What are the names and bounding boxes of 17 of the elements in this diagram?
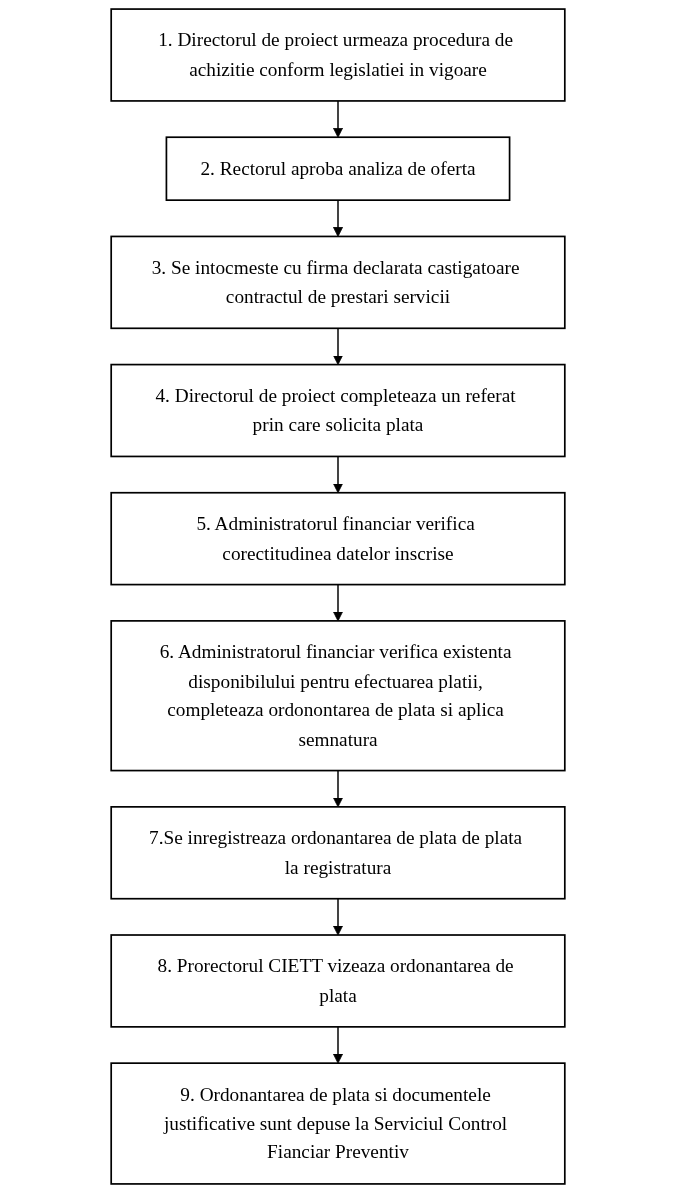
node-box: 5. Administratorul financiar verifica corectitudinea datelor inscrise (110, 491, 566, 586)
arrow (333, 199, 343, 237)
node-box: 9. Ordonantarea de plata si documentele justificative sunt depuse la Serviciul Control Fianciar Preventiv (110, 1062, 566, 1185)
node-box: 3. Se intocmeste cu firma declarata castigatoare contractul de prestari servicii (110, 235, 566, 330)
node-box: 1. Directorul de proiect urmeaza procedura de achizitie conform legislatiei in vigoare (110, 8, 566, 102)
node-box: 6. Administratorul financiar verifica existenta disponibilului pentru efectuarea platii, completeaza ordonontarea de plata si aplica semnatura (110, 620, 566, 772)
node-box: 7.Se inregistreaza ordonantarea de plata de plata la registratura (110, 806, 566, 900)
arrow (333, 455, 343, 494)
node-box: 2. Rectorul aproba analiza de oferta (165, 136, 511, 201)
arrow (333, 327, 343, 366)
arrow (333, 100, 343, 138)
arrow (333, 898, 343, 936)
node-box: 8. Prorectorul CIETT vizeaza ordonantarea de plata (110, 934, 566, 1028)
arrow (333, 769, 343, 808)
node-box: 4. Directorul de proiect completeaza un referat prin care solicita plata (110, 363, 566, 458)
arrow (333, 583, 343, 622)
arrow (333, 1026, 343, 1064)
